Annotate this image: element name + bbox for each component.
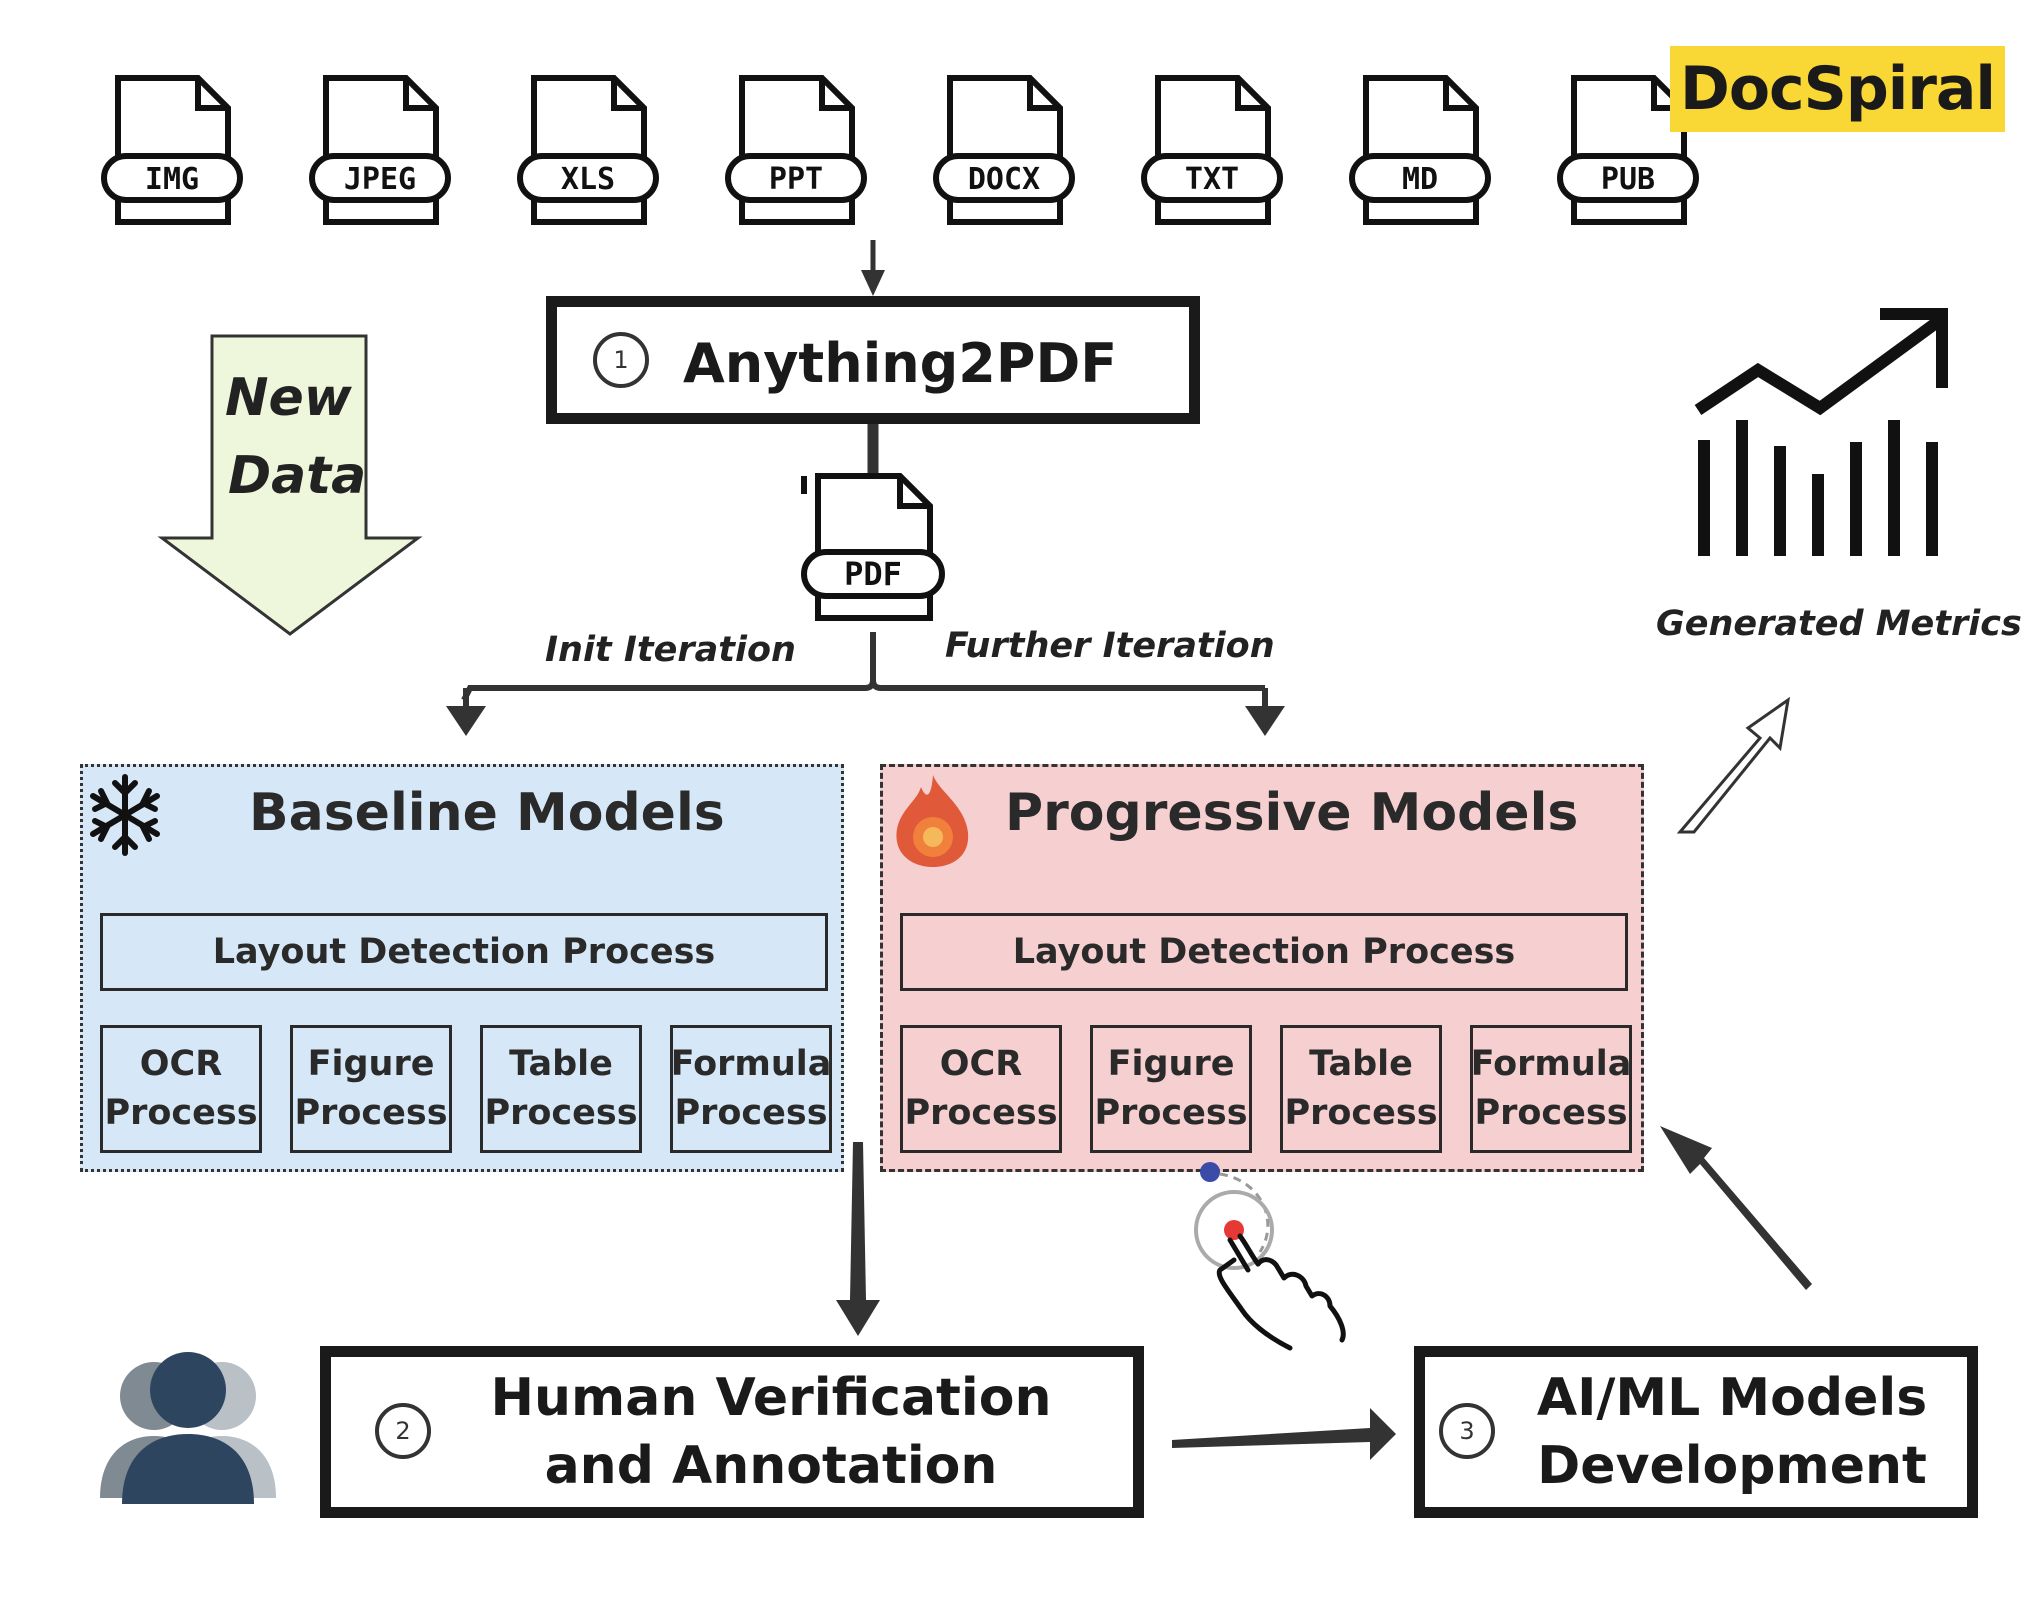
proc-label-line1: Table [509, 1044, 613, 1084]
file-format-label: JPEG [344, 162, 416, 197]
file-icon-jpeg: JPEG [309, 75, 451, 225]
proc-label-line2: Process [484, 1093, 638, 1133]
file-icon-docx: DOCX [933, 75, 1075, 225]
proc-label-line2: Process [1094, 1093, 1248, 1133]
arrow-progressive-to-metrics [1676, 696, 1791, 834]
new-data-line1: New [225, 368, 352, 428]
step2-title: Human Verification and Annotation [451, 1365, 1091, 1500]
init-iteration-label: Init Iteration [545, 630, 796, 670]
file-icon-xls: XLS [517, 75, 659, 225]
step3-line1: AI/ML Models [1536, 1368, 1928, 1428]
people-icon [100, 1352, 276, 1504]
proc-label-line2: Process [1284, 1093, 1438, 1133]
proc-label-line1: Formula [670, 1044, 832, 1084]
file-icon-ppt: PPT [725, 75, 867, 225]
logo-text: DocSpiral [1680, 54, 1996, 124]
proc-label-line2: Process [904, 1093, 1058, 1133]
progressive-layout-detection: Layout Detection Process [900, 913, 1628, 991]
step3-line2: Development [1537, 1435, 1927, 1496]
new-data-line2: Data [228, 446, 367, 506]
baseline-proc-ocr: OCR Process [100, 1025, 262, 1153]
proc-label-line2: Process [294, 1093, 448, 1133]
baseline-models-panel: Baseline Models Layout Detection Process… [80, 764, 844, 1172]
proc-label-line2: Process [674, 1093, 828, 1133]
generated-metrics-label: Generated Metrics [1656, 604, 2022, 644]
proc-label-line1: Formula [1470, 1044, 1632, 1084]
progressive-title: Progressive Models [1005, 783, 1579, 843]
proc-label-line1: OCR [939, 1044, 1023, 1084]
pdf-label: PDF [844, 555, 902, 593]
file-format-label: DOCX [968, 162, 1040, 197]
file-format-label: PPT [769, 162, 823, 197]
touch-gesture-icon [1194, 1162, 1346, 1351]
arrow-step3-to-progressive [1660, 1126, 1812, 1290]
pdf-file-icon: PDF [801, 473, 945, 621]
file-format-label: XLS [561, 162, 615, 197]
branch-connector [461, 632, 1265, 702]
file-format-label: PUB [1601, 162, 1655, 197]
snowflake-icon [90, 774, 160, 856]
baseline-layout-detection: Layout Detection Process [100, 913, 828, 991]
step1-number: 1 [593, 332, 649, 388]
step2-number: 2 [375, 1403, 431, 1459]
step3-number: 3 [1439, 1403, 1495, 1459]
arrow-baseline-to-step2 [836, 1142, 880, 1336]
baseline-title: Baseline Models [249, 783, 725, 843]
arrow-step2-to-step3 [1172, 1408, 1396, 1460]
file-icon-pub: PUB [1557, 75, 1699, 225]
docspiral-logo: DocSpiral [1670, 46, 2005, 132]
chart-icon [1694, 308, 1948, 556]
proc-label-line1: OCR [139, 1044, 223, 1084]
further-iteration-label: Further Iteration [945, 626, 1275, 666]
proc-label-line1: Figure [307, 1044, 435, 1084]
progressive-proc-ocr: OCR Process [900, 1025, 1062, 1153]
file-format-label: MD [1402, 162, 1438, 197]
step3-box: 3 AI/ML Models Development [1414, 1346, 1978, 1518]
step1-box: 1 Anything2PDF [546, 296, 1200, 424]
file-icon-md: MD [1349, 75, 1491, 225]
new-data-arrow [157, 334, 423, 636]
proc-label-line1: Table [1309, 1044, 1413, 1084]
file-icon-img: IMG [101, 75, 243, 225]
step2-line1: Human Verification [490, 1368, 1052, 1428]
progressive-models-panel: Progressive Models Layout Detection Proc… [880, 764, 1644, 1172]
step3-title: AI/ML Models Development [1507, 1365, 1957, 1500]
flame-icon [896, 775, 969, 867]
proc-label-line1: Figure [1107, 1044, 1235, 1084]
step2-box: 2 Human Verification and Annotation [320, 1346, 1144, 1518]
step1-title: Anything2PDF [683, 332, 1118, 395]
file-format-label: IMG [145, 162, 199, 197]
step2-line2: and Annotation [544, 1435, 998, 1496]
proc-label-line2: Process [1474, 1093, 1628, 1133]
file-format-label: TXT [1185, 162, 1239, 197]
file-icon-txt: TXT [1141, 75, 1283, 225]
format-icons-row: IMG JPEG XLS PPT DOCX TXT MD PUB [0, 0, 1700, 240]
proc-label-line2: Process [104, 1093, 258, 1133]
